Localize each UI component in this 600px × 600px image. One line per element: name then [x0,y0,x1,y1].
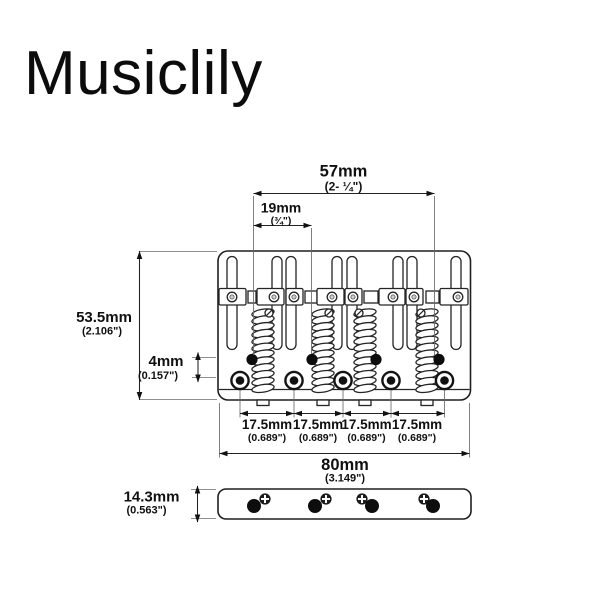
height-screw-center [350,294,356,300]
arrowhead [195,374,201,383]
dim-string-span-mm: 57mm [320,163,368,181]
height-screw-center [291,294,297,300]
arrowhead [286,410,294,417]
ferrule-dot [365,499,379,513]
screw-tab [256,399,270,407]
dim-screw-spacing-inch-4: (0.689") [398,432,436,444]
ferrule-dot [308,499,322,513]
arrowhead [136,392,143,400]
string-hole [246,353,258,366]
dim-screw-spacing-mm-2: 17.5mm [293,417,343,432]
dim-plate-width-inch: (3.149") [325,473,365,485]
intonation-screw-head [324,308,334,318]
string-hole [433,353,445,366]
arrowhead [219,450,228,457]
string-hole [370,353,382,366]
saddle-connector [247,290,257,304]
mount-hole-center [386,376,396,385]
arrowhead [426,190,435,197]
screw-tabs [256,399,434,407]
dim-string-spacing-inch: (¾") [271,215,292,227]
spring [415,308,439,394]
dim-screw-spacing-mm-3: 17.5mm [341,417,391,432]
intonation-screw-heads [264,308,426,318]
arrowhead [436,410,445,417]
screw-tab [358,399,372,407]
dim-hole-offset-mm: 4mm [148,353,183,370]
screw-tab [316,399,330,407]
dimension-arrowheads [136,190,470,523]
arrowhead [195,352,201,360]
dim-screw-spacing-inch-2: (0.689") [299,432,337,444]
brand-logo: Musiclily [24,39,263,108]
dim-plate-width-mm: 80mm [321,456,369,474]
dim-plate-depth-mm: 53.5mm [76,309,132,326]
spring-coil [311,383,335,394]
height-screw-center [390,294,396,300]
arrowhead [303,222,312,229]
phillips-screw [320,493,332,505]
arrowhead [136,251,143,259]
bridge-side-view [217,488,472,520]
arrowhead [343,410,351,417]
arrowhead [461,450,470,457]
arrowhead [194,485,201,494]
dim-screw-spacing-mm-1: 17.5mm [242,417,292,432]
spring [311,308,335,394]
arrowhead [194,514,201,523]
dim-plate-height-inch: (0.563") [126,505,166,517]
dim-hole-offset-inch: (0.157") [138,370,178,382]
saddle-connector [425,290,440,304]
phillips-screw [259,493,271,505]
dim-string-spacing-mm: 19mm [261,200,301,216]
saddle-connector [363,290,379,304]
saddle-row [218,287,469,306]
dim-plate-height-mm: 14.3mm [124,489,180,506]
dimension-labels: 57mm (2- ¼") 19mm (¾") 53.5mm (2.106") 4… [76,163,442,517]
height-screw-center [455,294,461,300]
mount-hole-center [235,376,245,385]
arrowhead [240,410,248,417]
mount-hole-center [289,376,299,385]
dim-string-span-inch: (2- ¼") [325,180,363,194]
side-fasteners [247,493,440,513]
mount-hole-center [338,376,348,385]
arrowhead [335,410,343,417]
intonation-screw-head [264,308,274,318]
ferrule-dot [247,499,261,513]
dim-screw-spacing-mm-4: 17.5mm [392,417,442,432]
intonation-screw-head [354,308,364,318]
spring [353,308,377,394]
arrowhead [391,410,399,417]
bridge-top-view [217,250,472,407]
arrowhead [253,222,262,229]
side-plate [217,488,472,520]
phillips-screw [418,493,430,505]
height-screw-center [411,294,417,300]
mounting-screw-holes [230,370,455,391]
spring-coil [353,383,377,394]
dim-plate-depth-inch: (2.106") [82,326,122,338]
saddle-connector [304,290,318,304]
height-screw-center [271,294,277,300]
ferrule-dot [426,499,440,513]
height-screw-center [229,294,235,300]
spring [251,308,275,394]
phillips-screw [356,493,368,505]
height-screw-center [329,294,335,300]
arrowhead [294,410,302,417]
arrowhead [253,190,262,197]
arrowhead [383,410,391,417]
dimension-lines [136,190,470,523]
mount-hole-center [440,376,449,385]
intonation-screw-head [416,308,426,318]
dim-screw-spacing-inch-1: (0.689") [248,432,286,444]
string-hole [306,353,318,366]
spring-coil [251,383,275,394]
screw-tab [420,399,434,407]
string-through-holes [246,353,445,366]
dim-screw-spacing-inch-3: (0.689") [347,432,385,444]
